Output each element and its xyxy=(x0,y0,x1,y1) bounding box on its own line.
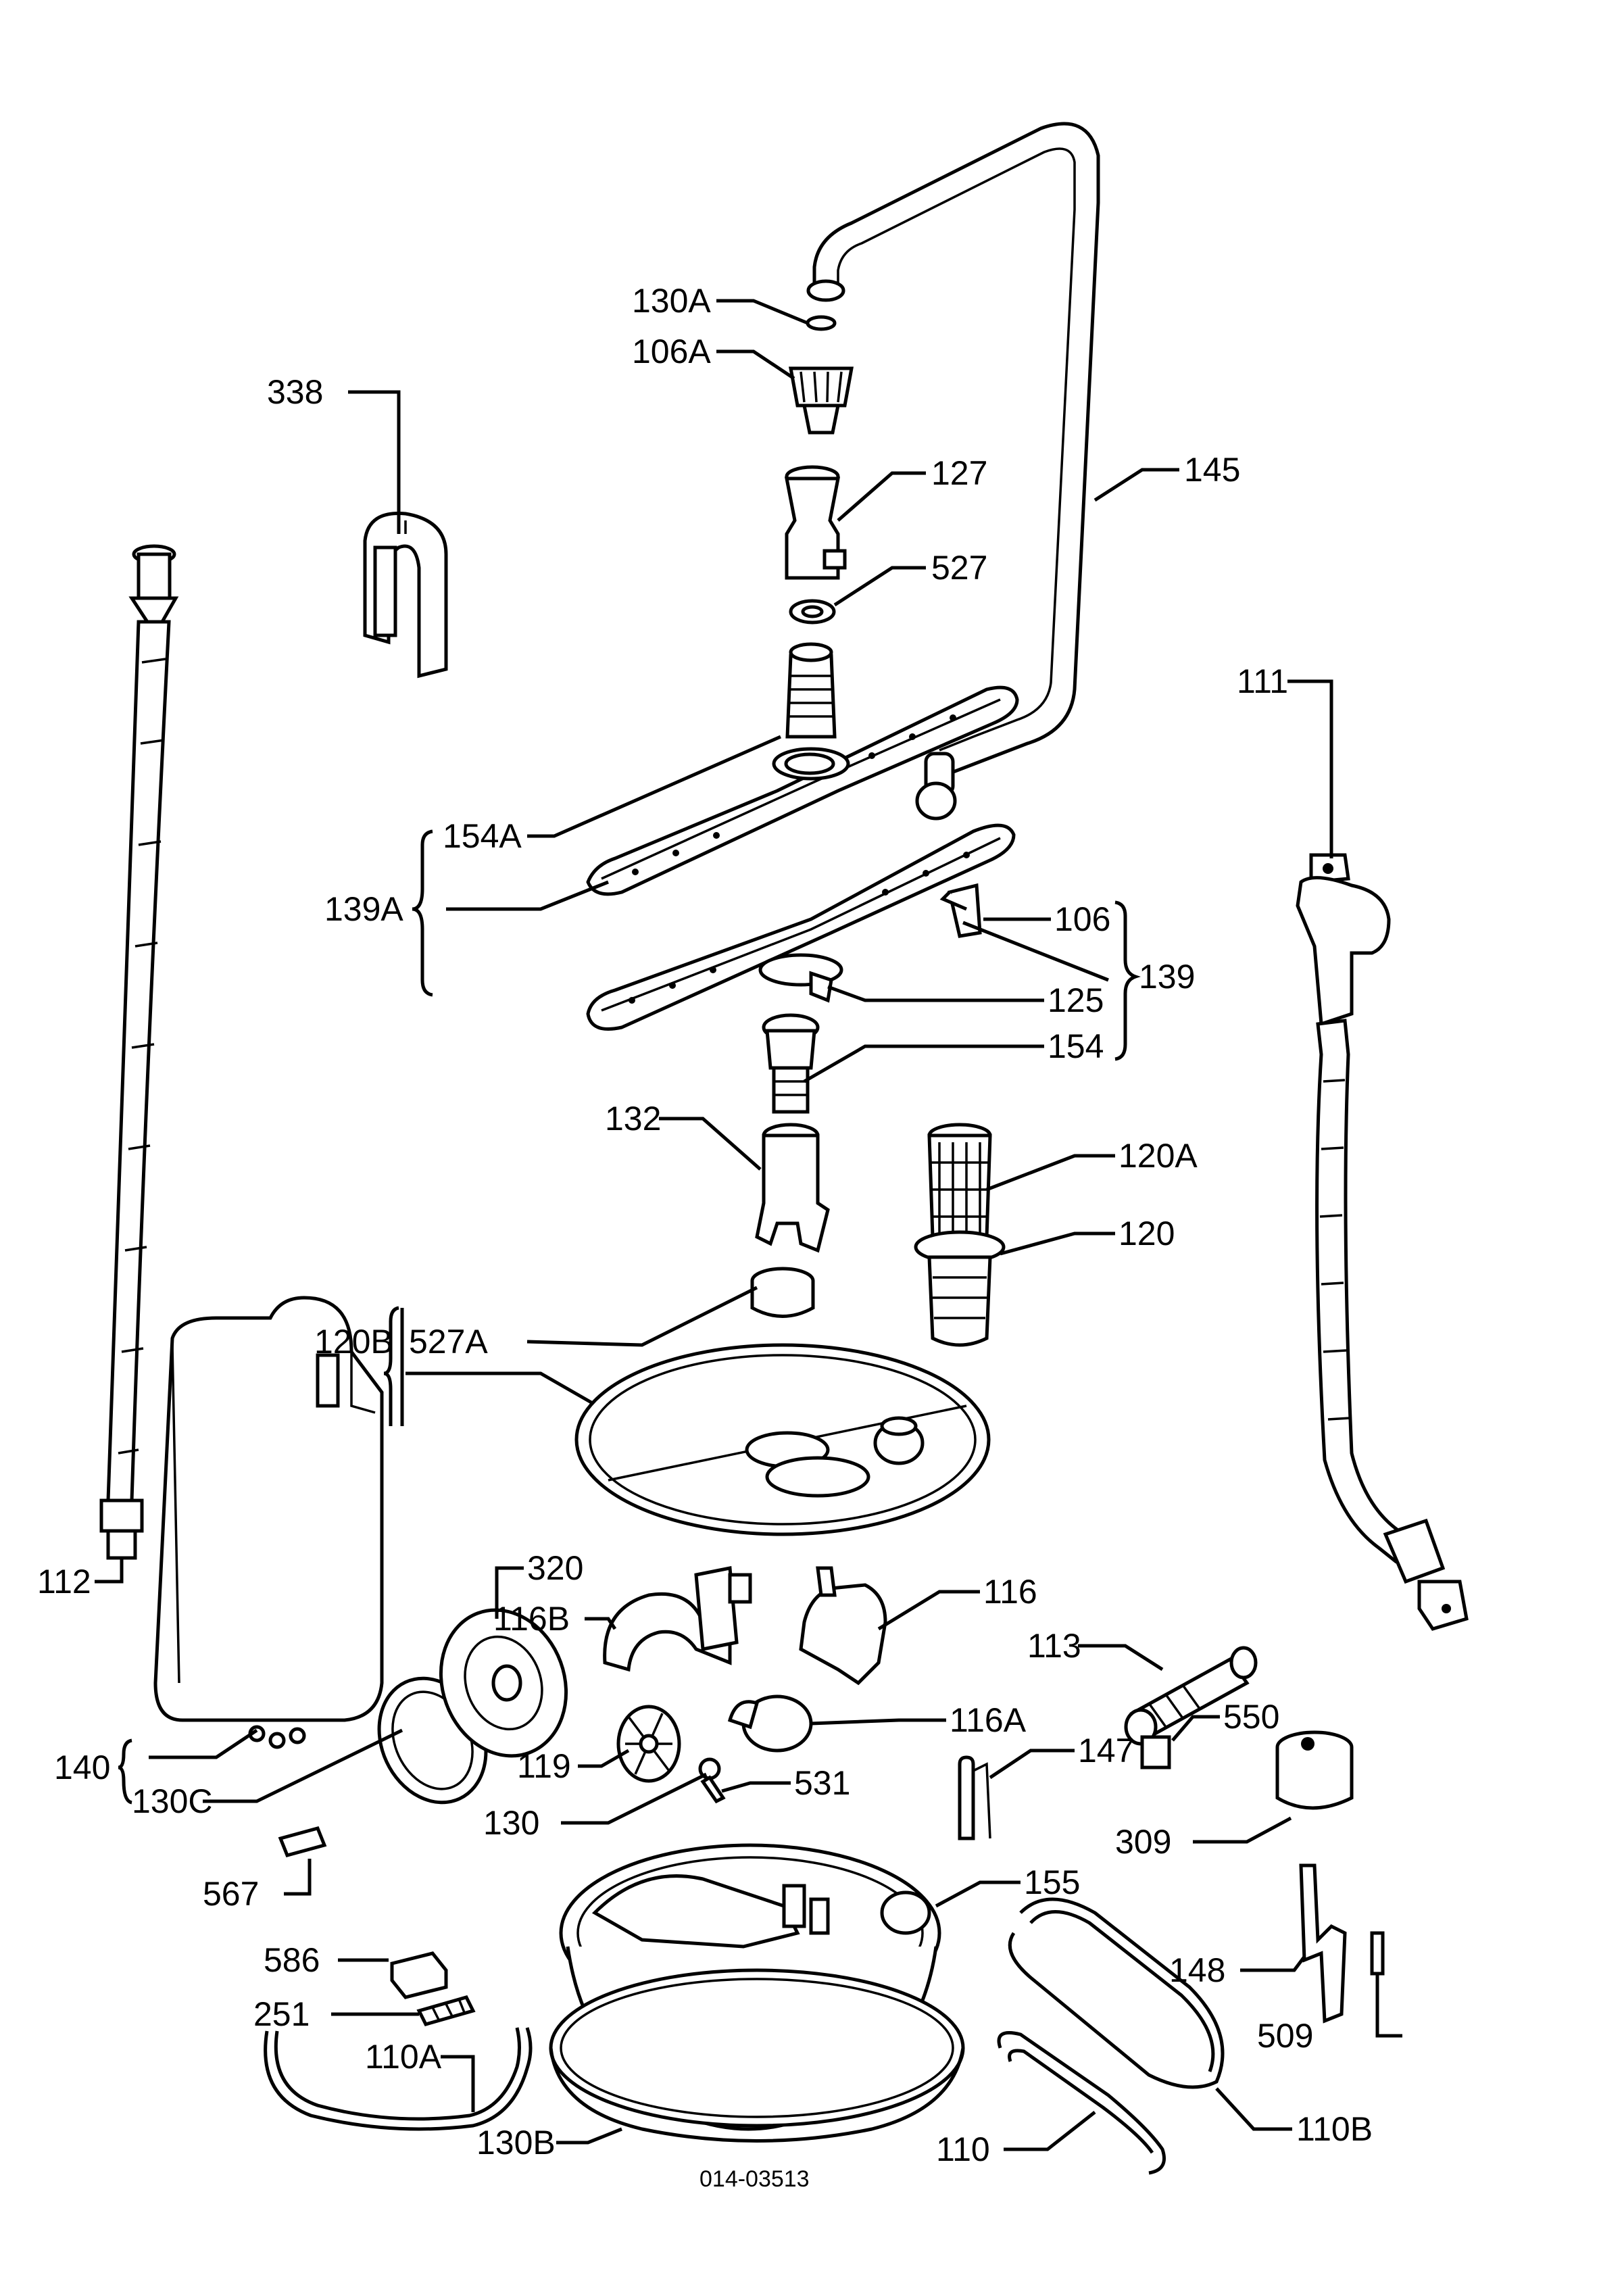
seal-130b xyxy=(549,1968,965,2143)
label-110a: 110A xyxy=(365,2038,442,2076)
screw-531 xyxy=(698,1757,726,1804)
nozzle-106a xyxy=(789,366,854,435)
label-130c: 130C xyxy=(132,1782,213,1820)
label-125: 125 xyxy=(1048,981,1104,1019)
label-116a: 116A xyxy=(950,1701,1027,1739)
switch-309 xyxy=(1275,1730,1354,1810)
label-251: 251 xyxy=(253,1995,310,2033)
hose-110b xyxy=(1008,1897,1225,2089)
label-139: 139 xyxy=(1139,958,1195,996)
label-112: 112 xyxy=(37,1563,91,1601)
housing-116 xyxy=(799,1566,887,1686)
tank-140 xyxy=(153,1296,384,1749)
filter-plate-120b xyxy=(574,1343,991,1536)
label-147: 147 xyxy=(1078,1732,1134,1769)
label-106: 106 xyxy=(1054,900,1110,938)
drain-hose-111 xyxy=(1296,853,1469,1631)
o-ring-130a xyxy=(806,315,837,331)
bearing-125 xyxy=(758,953,843,1003)
label-119: 119 xyxy=(517,1747,571,1785)
label-154a: 154A xyxy=(443,817,522,855)
label-106a: 106A xyxy=(632,333,711,370)
label-116: 116 xyxy=(983,1573,1037,1611)
cap-550 xyxy=(1140,1735,1171,1769)
label-130b: 130B xyxy=(476,2124,556,2161)
connector-586 xyxy=(390,1951,448,1999)
filter-120 xyxy=(914,1230,1006,1347)
label-509: 509 xyxy=(1257,2017,1313,2055)
label-111: 111 xyxy=(1237,662,1288,700)
label-130a: 130A xyxy=(632,282,711,320)
label-120b: 120B xyxy=(314,1323,393,1361)
label-120a: 120A xyxy=(1119,1137,1198,1175)
filter-120a xyxy=(927,1123,992,1239)
terminal-251 xyxy=(416,1995,476,2026)
label-113: 113 xyxy=(1027,1627,1081,1665)
cap-116a xyxy=(727,1694,813,1753)
clip-106 xyxy=(939,883,982,938)
lower-spray-arm-139 xyxy=(586,823,1016,1031)
label-145: 145 xyxy=(1184,451,1240,489)
label-132: 132 xyxy=(605,1100,661,1138)
drawing-code: 014-03513 xyxy=(699,2166,810,2192)
label-148: 148 xyxy=(1169,1951,1225,1989)
label-110: 110 xyxy=(936,2130,990,2168)
part-labels: 130A 106A 338 127 145 527 111 154A 139A … xyxy=(37,282,1373,2192)
inlet-hose-112 xyxy=(99,544,179,1560)
bracket-148 xyxy=(1299,1863,1347,2024)
bracket-338 xyxy=(363,512,448,679)
label-527a: 527A xyxy=(409,1323,488,1361)
label-120: 120 xyxy=(1119,1215,1175,1252)
conduit-132 xyxy=(755,1123,830,1253)
label-130: 130 xyxy=(483,1804,539,1842)
label-139a: 139A xyxy=(324,890,403,928)
upper-spray-arm-139a xyxy=(586,642,1019,896)
nut-527a xyxy=(750,1267,815,1318)
nut-527 xyxy=(789,599,836,625)
pump-cover-320 xyxy=(439,1608,568,1758)
clip-567 xyxy=(278,1826,327,1857)
label-531: 531 xyxy=(794,1764,850,1802)
housing-116b xyxy=(603,1566,752,1672)
label-154: 154 xyxy=(1048,1027,1104,1065)
label-586: 586 xyxy=(264,1941,320,1979)
u-clip-147 xyxy=(958,1755,991,1840)
supply-tube-145 xyxy=(806,122,1100,821)
label-116b: 116B xyxy=(493,1600,570,1638)
label-527: 527 xyxy=(931,549,987,587)
label-567: 567 xyxy=(203,1875,259,1913)
label-127: 127 xyxy=(931,454,987,492)
label-550: 550 xyxy=(1223,1698,1279,1736)
pin-509 xyxy=(1370,1931,1385,2001)
label-155: 155 xyxy=(1024,1863,1080,1901)
label-110b: 110B xyxy=(1296,2110,1373,2148)
sleeve-127 xyxy=(784,465,847,580)
impeller-119 xyxy=(616,1705,681,1783)
hose-110a xyxy=(264,2027,533,2131)
label-320: 320 xyxy=(527,1549,583,1587)
label-338: 338 xyxy=(267,373,323,411)
hose-110 xyxy=(997,2031,1166,2175)
leader-lines xyxy=(95,299,1402,2151)
label-140: 140 xyxy=(54,1749,110,1786)
hub-154 xyxy=(762,1013,820,1114)
label-309: 309 xyxy=(1115,1823,1171,1861)
valve-113 xyxy=(1124,1646,1258,1746)
